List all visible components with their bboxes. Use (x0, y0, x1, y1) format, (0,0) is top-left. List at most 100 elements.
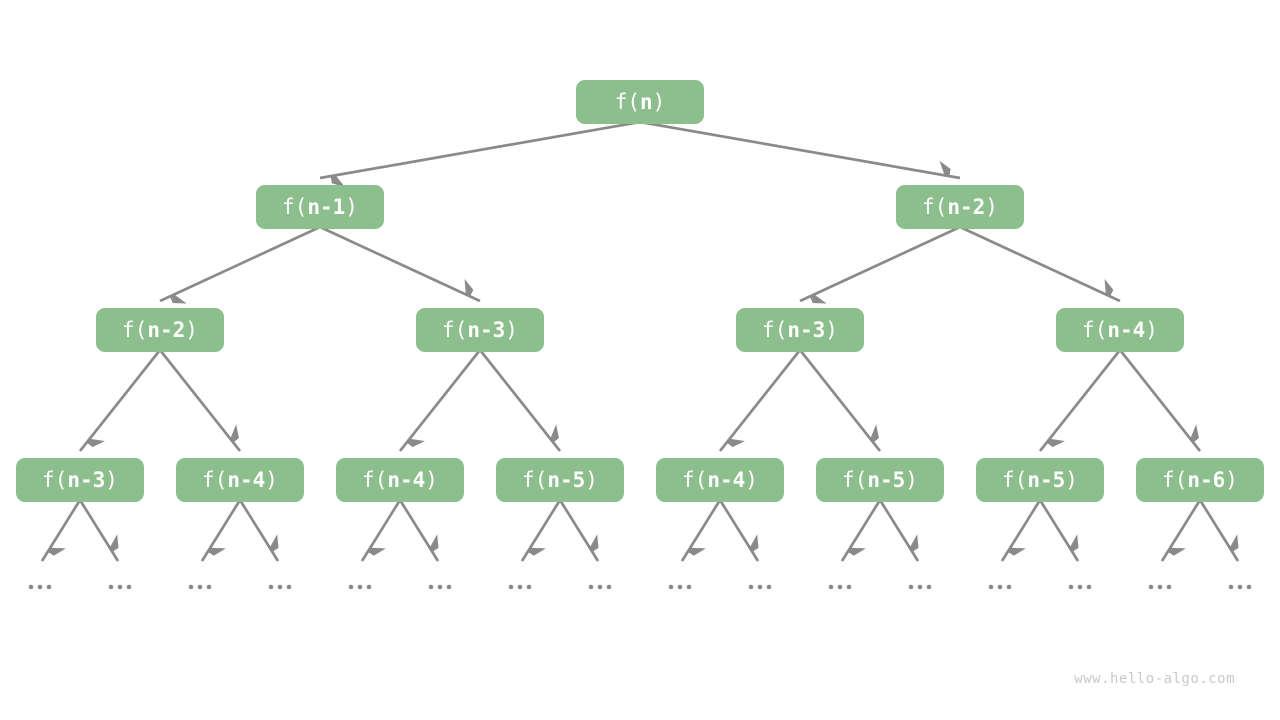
node-label-argument: n-3 (467, 317, 506, 342)
ellipsis-dot (437, 584, 443, 590)
ellipsis (668, 584, 692, 590)
node-label-prefix: f( (614, 89, 640, 114)
ellipsis-dot (526, 584, 532, 590)
node-label-suffix: ) (1225, 467, 1238, 492)
edge-arrow (718, 349, 802, 452)
edge-arrow (840, 499, 882, 562)
node-label-argument: n (639, 89, 653, 114)
ellipsis-dot (268, 584, 274, 590)
node-label-argument: n-4 (707, 467, 746, 492)
node-label-suffix: ) (425, 467, 438, 492)
node-label-suffix: ) (745, 467, 758, 492)
ellipsis-dot (846, 584, 852, 590)
edge-arrow (360, 499, 402, 562)
ellipsis-dot (1166, 584, 1172, 590)
ellipsis-dot (28, 584, 34, 590)
edge-arrow (520, 499, 562, 562)
node-label-suffix: ) (825, 317, 838, 342)
node-label-suffix: ) (1145, 317, 1158, 342)
ellipsis-dot (277, 584, 283, 590)
tree-node: f(n-5) (976, 458, 1104, 502)
node-label-suffix: ) (105, 467, 118, 492)
node-label-argument: n-3 (787, 317, 826, 342)
ellipsis-dot (117, 584, 123, 590)
node-label-suffix: ) (585, 467, 598, 492)
node-label-prefix: f( (1082, 317, 1108, 342)
node-label-argument: n-4 (227, 467, 266, 492)
edge-arrow (718, 499, 758, 562)
ellipsis (908, 584, 932, 590)
tree-node: f(n-4) (176, 458, 304, 502)
node-label-argument: n-5 (1027, 467, 1066, 492)
ellipsis-dot (206, 584, 212, 590)
node-label-prefix: f( (1002, 467, 1028, 492)
edge-arrow (40, 499, 82, 562)
tree-node: f(n-5) (496, 458, 624, 502)
ellipsis-dot (446, 584, 452, 590)
ellipsis (748, 584, 772, 590)
edge-arrow (319, 225, 481, 303)
ellipsis-dot (1157, 584, 1163, 590)
edge-arrow (959, 225, 1121, 303)
edge-arrow (398, 499, 438, 562)
ellipsis-dot (366, 584, 372, 590)
ellipsis-dot (588, 584, 594, 590)
ellipsis (268, 584, 292, 590)
tree-node: f(n-1) (256, 185, 384, 229)
node-label-suffix: ) (345, 194, 358, 219)
ellipsis (348, 584, 372, 590)
ellipsis-dot (686, 584, 692, 590)
ellipsis-dot (926, 584, 932, 590)
ellipsis-dot (748, 584, 754, 590)
node-label-suffix: ) (1065, 467, 1078, 492)
ellipsis-dot (286, 584, 292, 590)
node-label-prefix: f( (922, 194, 948, 219)
ellipsis-dot (1148, 584, 1154, 590)
edge-arrow (1038, 349, 1122, 452)
node-label-argument: n-1 (307, 194, 346, 219)
node-label-prefix: f( (762, 317, 788, 342)
node-label-argument: n-4 (1107, 317, 1146, 342)
tree-node: f(n-3) (416, 308, 544, 352)
tree-node: f(n-3) (16, 458, 144, 502)
edge-arrow (159, 225, 321, 301)
ellipsis-dot (348, 584, 354, 590)
ellipsis-dot (1006, 584, 1012, 590)
tree-node: f(n-2) (896, 185, 1024, 229)
node-label-suffix: ) (905, 467, 918, 492)
ellipsis (988, 584, 1012, 590)
node-label-prefix: f( (42, 467, 68, 492)
tree-node: f(n-2) (96, 308, 224, 352)
ellipsis-dot (126, 584, 132, 590)
edge-arrow (1038, 499, 1078, 562)
node-label-prefix: f( (282, 194, 308, 219)
ellipsis-dot (917, 584, 923, 590)
edge-arrow (680, 499, 722, 562)
ellipsis (428, 584, 452, 590)
ellipsis (508, 584, 532, 590)
edge-arrow (878, 499, 918, 562)
ellipsis-dot (828, 584, 834, 590)
ellipsis-dot (357, 584, 363, 590)
ellipsis-dot (1246, 584, 1252, 590)
ellipsis-dot (37, 584, 43, 590)
node-label-suffix: ) (265, 467, 278, 492)
node-label-prefix: f( (522, 467, 548, 492)
ellipsis-dot (517, 584, 523, 590)
ellipsis-dot (188, 584, 194, 590)
edge-arrow (799, 225, 961, 301)
ellipsis (588, 584, 612, 590)
node-label-argument: n-5 (547, 467, 586, 492)
node-label-prefix: f( (682, 467, 708, 492)
ellipsis-dot (428, 584, 434, 590)
edge-arrow (319, 120, 641, 178)
ellipsis (828, 584, 852, 590)
ellipsis (188, 584, 212, 590)
ellipsis (1228, 584, 1252, 590)
tree-node: f(n-5) (816, 458, 944, 502)
node-label-prefix: f( (122, 317, 148, 342)
ellipsis-dot (508, 584, 514, 590)
ellipsis-dot (908, 584, 914, 590)
edge-arrow (1000, 499, 1042, 562)
